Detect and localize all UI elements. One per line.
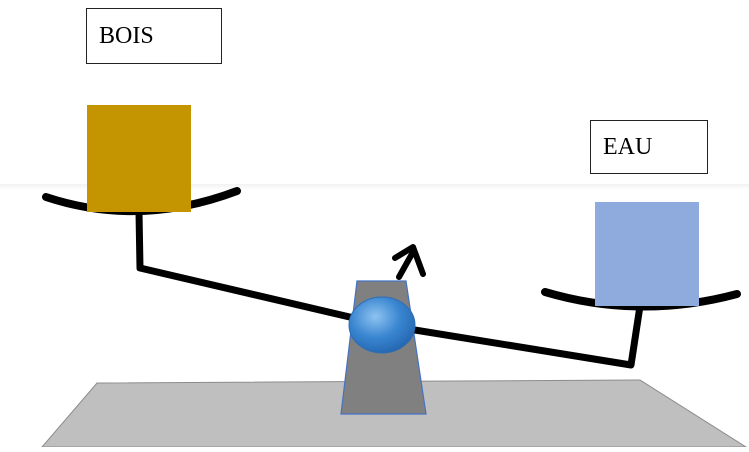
right-pan (541, 288, 741, 311)
wood-block (87, 105, 191, 212)
pivot-knob (348, 296, 416, 354)
label-bois: BOIS (86, 8, 222, 64)
horizon-line (0, 184, 749, 190)
arrow-up-icon (392, 244, 426, 280)
label-eau: EAU (590, 120, 708, 174)
water-block (595, 202, 699, 306)
left-hanger (135, 208, 388, 329)
right-hanger (380, 302, 644, 369)
